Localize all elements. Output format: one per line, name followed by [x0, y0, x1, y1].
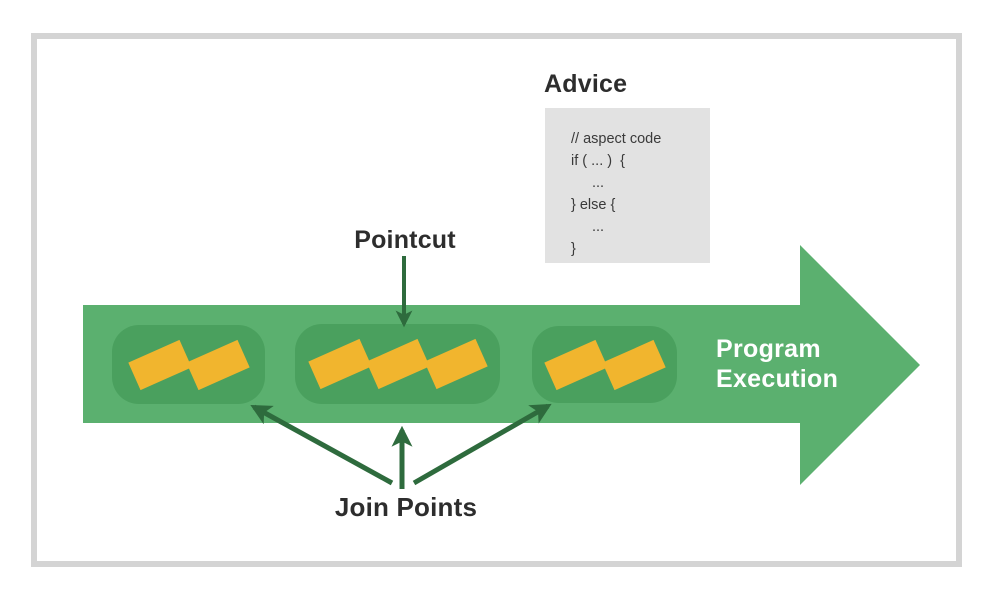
- join-point: [127, 339, 192, 390]
- frame-border: [31, 33, 962, 567]
- advice-code-line: }: [571, 241, 576, 257]
- advice-code-line: if ( ... ) {: [571, 153, 625, 169]
- advice-code-line: } else {: [571, 197, 616, 213]
- pointcut-label: Pointcut: [354, 226, 456, 254]
- advice-code-box: // aspect code if ( ... ) { ... } else {…: [545, 108, 710, 263]
- join-point: [185, 339, 250, 390]
- advice-code-line: // aspect code: [571, 131, 662, 147]
- join-point: [543, 339, 608, 390]
- advice-code-line: ...: [592, 175, 605, 191]
- join-point: [365, 338, 430, 390]
- arrow-shape: [83, 245, 920, 485]
- join-point: [307, 338, 372, 390]
- join-point-group-2: [295, 324, 500, 404]
- program-execution-label: Program Execution: [716, 335, 839, 393]
- join-point: [601, 339, 666, 390]
- join-point: [423, 338, 488, 390]
- advice-title: Advice: [544, 70, 628, 98]
- join-point-group-3: [532, 326, 677, 403]
- join-point-group-1: [112, 325, 265, 404]
- join-points-label: Join Points: [334, 492, 478, 522]
- advice-code-line: ...: [592, 219, 605, 235]
